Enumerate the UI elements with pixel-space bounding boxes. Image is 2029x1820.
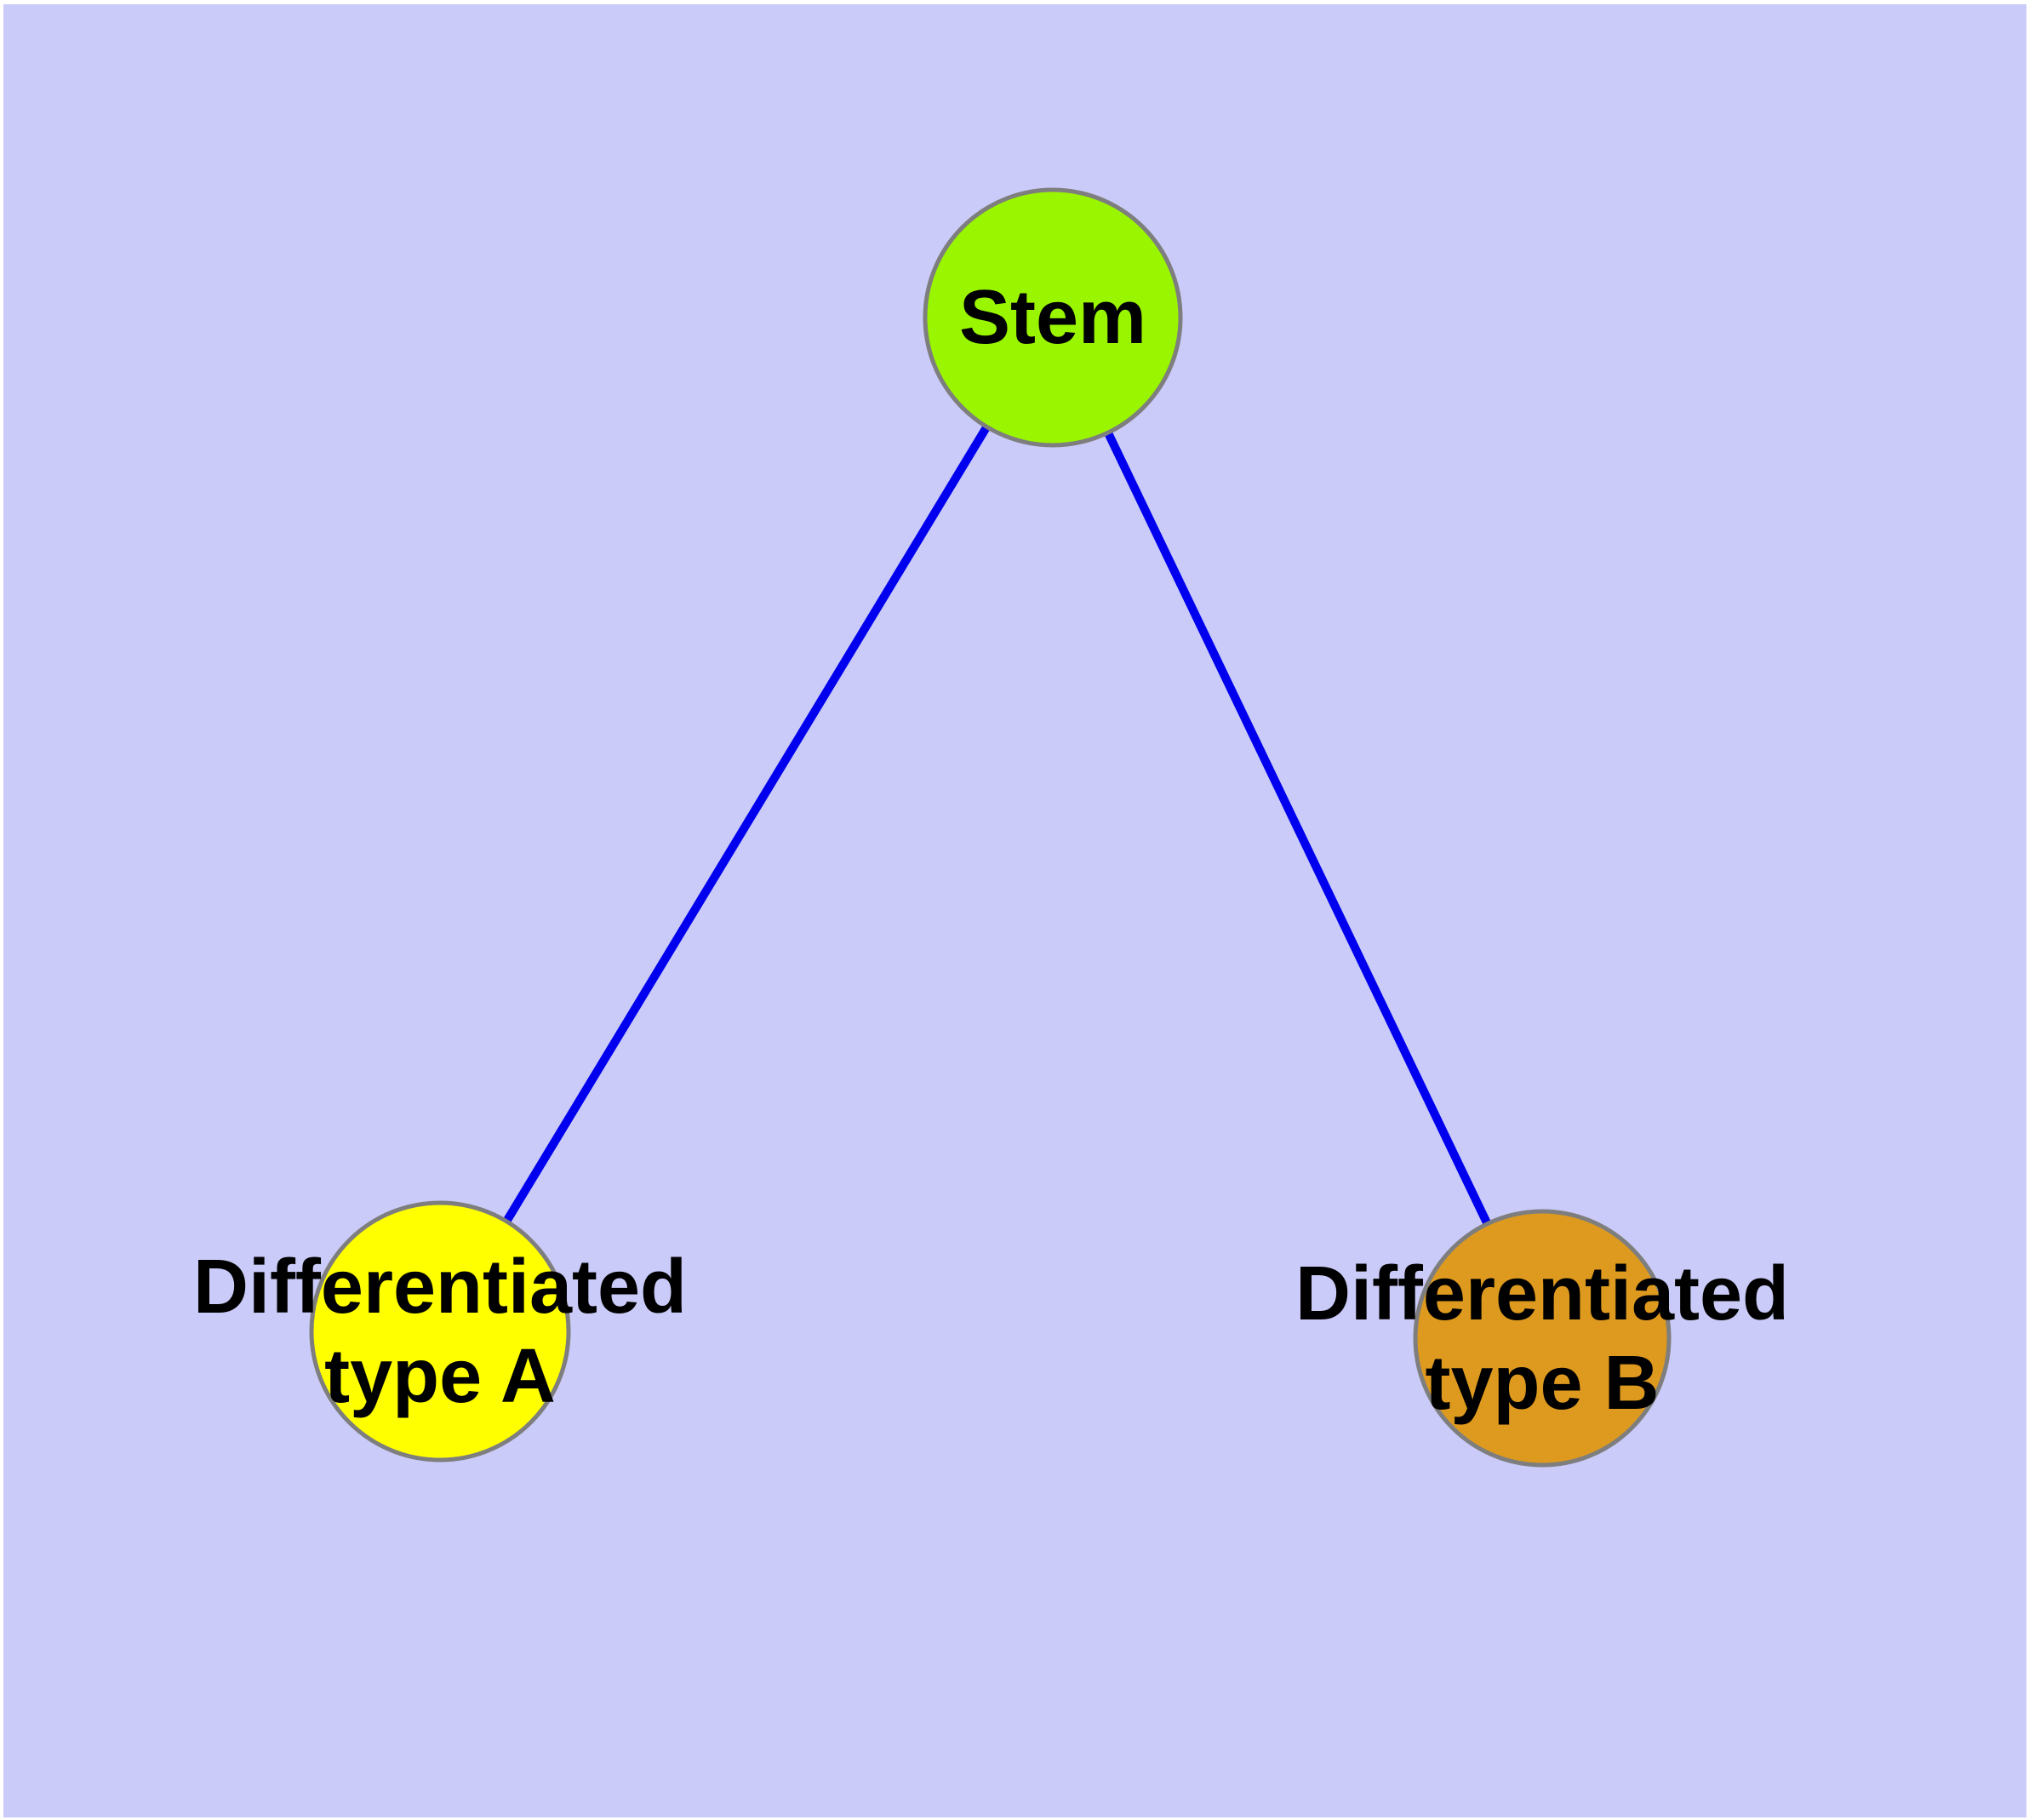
stem-node-label: Stem [959, 275, 1146, 360]
differentiated-type-a-label-line2: type A [324, 1334, 556, 1419]
differentiated-type-b-node-circle [1413, 1209, 1672, 1468]
differentiated-type-a-node-circle [309, 1200, 571, 1462]
differentiated-type-b-label-line1: Differentiated [1295, 1251, 1789, 1336]
edge-stem-to-type-a [436, 315, 1057, 1334]
edge-stem-to-type-b [1049, 315, 1546, 1341]
node-stem: Stem [923, 187, 1183, 448]
node-differentiated-type-a: Differentiated type A [193, 1200, 687, 1462]
differentiated-type-b-label-line2: type B [1425, 1341, 1659, 1426]
node-differentiated-type-b: Differentiated type B [1295, 1209, 1789, 1468]
differentiated-type-a-label-line1: Differentiated [193, 1245, 687, 1330]
stem-node-circle [923, 187, 1183, 448]
